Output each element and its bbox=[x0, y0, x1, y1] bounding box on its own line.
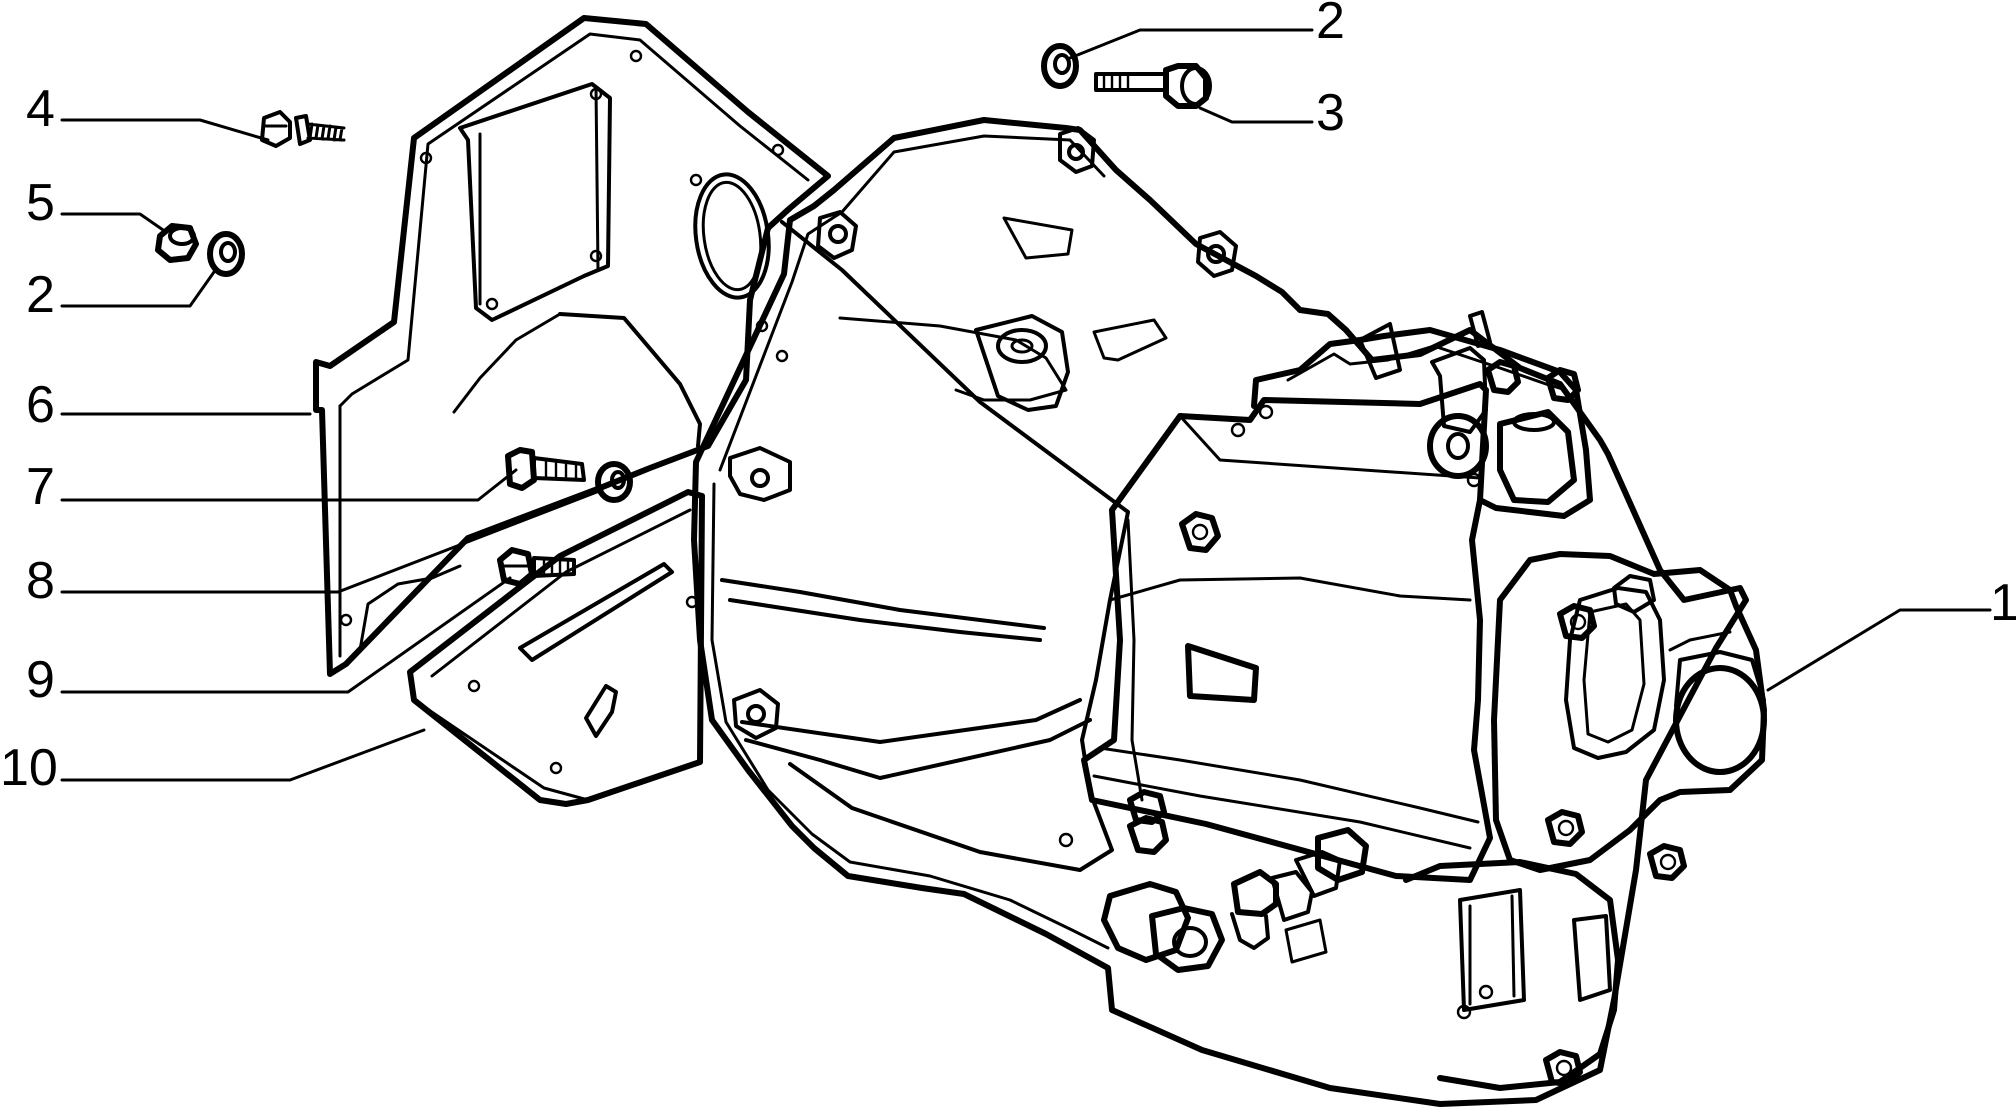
callout-label-5: 5 bbox=[26, 174, 55, 232]
leader-1 bbox=[1766, 608, 1992, 692]
callout-label-1: 1 bbox=[1990, 574, 2016, 632]
leader-lines bbox=[60, 28, 1992, 782]
stud-bolt-part-4 bbox=[260, 110, 346, 148]
bolt-part-3 bbox=[1094, 63, 1212, 109]
stud-bolt-part-9 bbox=[497, 547, 576, 587]
leader-9 bbox=[60, 576, 512, 694]
nut-part-5 bbox=[155, 223, 199, 263]
callout-label-3: 3 bbox=[1316, 84, 1345, 142]
leader-5 bbox=[60, 212, 168, 234]
callout-labels: 1 2 3 4 5 2 6 7 8 9 10 bbox=[0, 0, 2016, 797]
callout-label-10: 10 bbox=[0, 739, 58, 797]
callout-label-8: 8 bbox=[26, 552, 55, 610]
callout-label-9: 9 bbox=[26, 651, 55, 709]
leader-8 bbox=[60, 488, 604, 594]
leader-2-top bbox=[1068, 28, 1314, 60]
callout-label-6: 6 bbox=[26, 376, 55, 434]
gearbox-housing-part-1 bbox=[691, 117, 1767, 1107]
leader-2-left bbox=[60, 270, 216, 308]
lower-cover-plate-part-10 bbox=[407, 489, 705, 807]
bolt-part-7 bbox=[505, 447, 586, 491]
cover-plate-part-6 bbox=[313, 15, 831, 677]
leader-7 bbox=[60, 468, 518, 502]
callout-label-4: 4 bbox=[26, 80, 55, 138]
washer-part-8 bbox=[595, 461, 633, 503]
leader-3 bbox=[1198, 106, 1314, 124]
washer-part-2-left bbox=[207, 231, 245, 277]
leader-4 bbox=[60, 118, 270, 142]
callout-label-7: 7 bbox=[26, 458, 55, 516]
callout-label-2-top: 2 bbox=[1316, 0, 1345, 50]
washer-part-2-top bbox=[1041, 43, 1079, 89]
callout-label-2-left: 2 bbox=[26, 266, 55, 324]
leader-10 bbox=[60, 728, 426, 782]
